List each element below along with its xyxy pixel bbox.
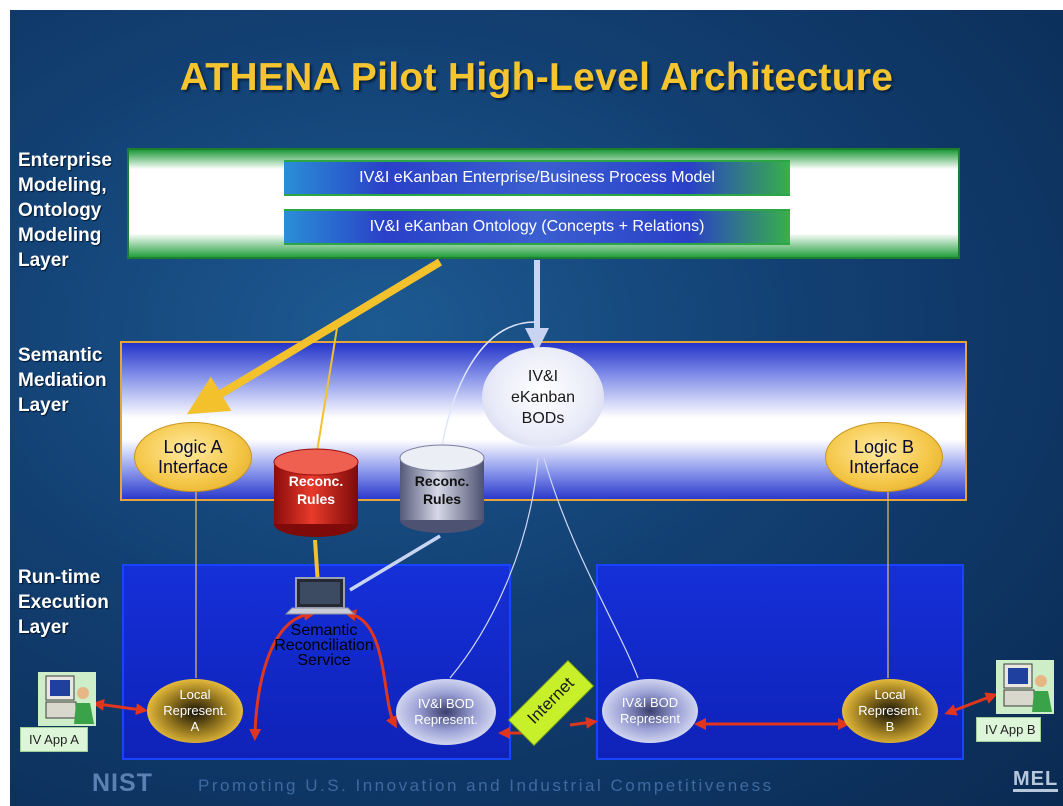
app-a-label: IV App A [20,727,88,752]
red-curve-service-left [249,608,316,741]
line-bods-to-bod-right [543,457,639,679]
computer-user-icon-a [38,672,96,726]
local-represent-a: Local Represent. A [147,679,243,743]
red-arrow-app-a-to-local-a [92,698,148,716]
yellow-arrow-to-logic-a [186,258,443,415]
computer-user-icon-b [996,660,1054,714]
bod-represent-right: IV&I BOD Represent [602,679,698,743]
red-curve-service-right [344,609,397,729]
rules-label-gray: Reconc. Rules [414,473,470,507]
connectors [38,258,1054,747]
logic-a-interface: Logic A Interface [134,422,252,492]
pale-rules-to-service [349,534,441,592]
layer-label-semantic: Semantic Mediation Layer [18,345,107,416]
ontology-bar: IV&I eKanban Ontology (Concepts + Relati… [284,209,790,245]
layer-label-runtime: Run-time Execution Layer [18,567,109,638]
layer-label-enterprise: Enterprise Modeling, Ontology Modeling L… [18,150,112,271]
process-model-bar: IV&I eKanban Enterprise/Business Process… [284,160,790,196]
nist-logo: NIST [92,769,153,797]
slide: ATHENA Pilot High-Level Architecture Ent… [10,10,1063,806]
gray-rules-cylinder [399,444,485,533]
line-bods-to-bod-left [449,457,539,679]
local-represent-b: Local Represent. B [842,679,938,743]
internet-tag [507,659,595,747]
red-rules-cylinder [273,448,359,537]
footer-tagline: Promoting U.S. Innovation and Industrial… [198,776,774,795]
rules-label-red: Reconc. Rules [288,473,344,507]
logic-b-interface: Logic B Interface [825,422,943,492]
red-arrow-local-b-to-app-b [944,692,998,716]
semantic-reconciliation-service: Semantic Reconciliation Service [274,622,374,669]
app-b-label: IV App B [976,717,1041,742]
bod-represent-left: IV&I BOD Represent. [396,679,496,745]
mel-logo: MEL [1013,768,1059,792]
slide-title: ATHENA Pilot High-Level Architecture [179,56,894,99]
curve-bods-to-rules [439,321,536,459]
yellow-line-to-rules [311,327,338,463]
laptop-icon [284,577,356,615]
ekanban-bods: IV&I eKanban BODs [482,347,604,447]
red-arrow-internet-to-bod-right [569,716,598,729]
